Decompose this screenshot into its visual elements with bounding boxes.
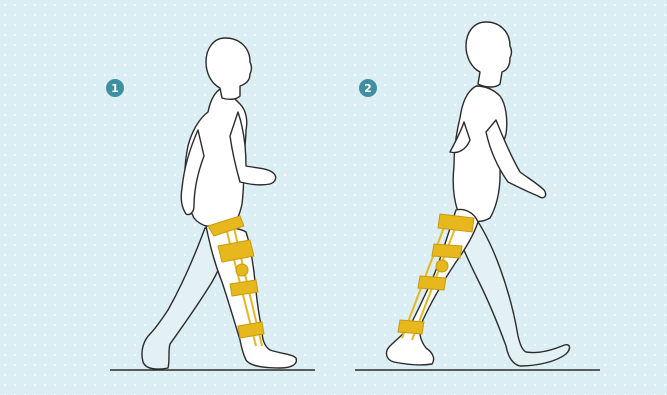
badge-label: 2 xyxy=(364,82,372,95)
badge-label: 1 xyxy=(111,82,119,95)
step-badge-2: 2 xyxy=(359,79,377,97)
step-badge-1: 1 xyxy=(106,79,124,97)
